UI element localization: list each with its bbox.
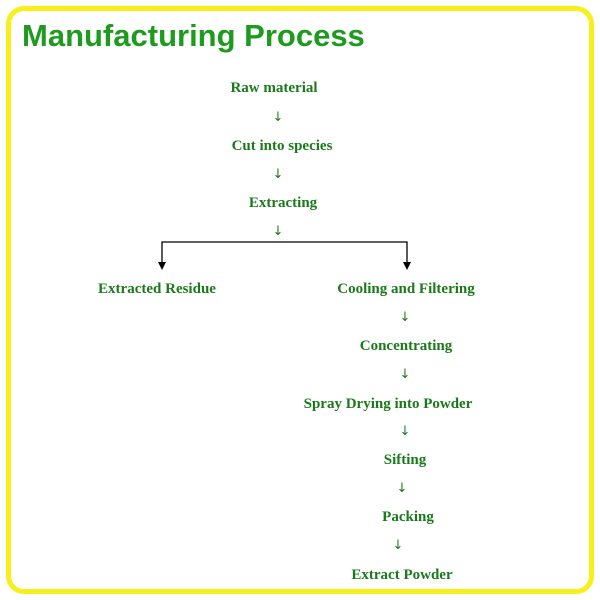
step-sifting: Sifting xyxy=(383,452,427,468)
arrow-down-icon: ↓ xyxy=(272,167,284,182)
arrow-down-icon: ↓ xyxy=(272,224,284,239)
page-title: Manufacturing Process xyxy=(22,18,365,53)
step-concentrating: Concentrating xyxy=(359,338,453,354)
arrow-down-icon: ↓ xyxy=(392,538,404,553)
step-extracting: Extracting xyxy=(248,195,318,211)
step-raw-material: Raw material xyxy=(230,80,318,96)
arrow-down-icon: ↓ xyxy=(272,110,284,125)
arrow-down-icon: ↓ xyxy=(399,367,411,382)
step-cut-into-species: Cut into species xyxy=(231,138,333,154)
arrow-down-icon: ↓ xyxy=(399,310,411,325)
diagram-frame xyxy=(6,6,594,594)
step-cooling-and-filtering: Cooling and Filtering xyxy=(337,281,475,297)
step-packing: Packing xyxy=(382,509,434,525)
step-spray-drying: Spray Drying into Powder xyxy=(303,396,473,412)
arrow-down-icon: ↓ xyxy=(396,481,408,496)
step-extracted-residue: Extracted Residue xyxy=(98,281,216,297)
step-extract-powder: Extract Powder xyxy=(351,567,453,583)
arrow-down-icon: ↓ xyxy=(399,424,411,439)
